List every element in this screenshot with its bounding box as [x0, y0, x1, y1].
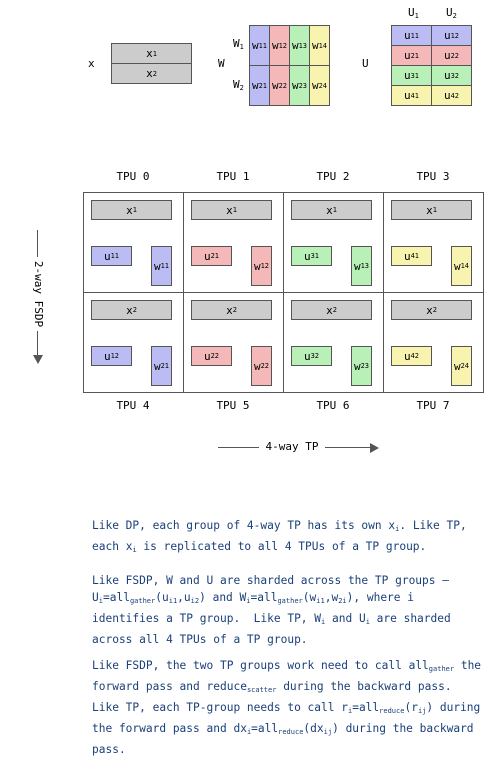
tpu-label-bottom: TPU 4 — [116, 399, 150, 412]
tpu-label-top: TPU 1 — [216, 170, 250, 183]
fsdp-label: 2-way FSDP — [31, 257, 45, 331]
w2-row-label: W2 — [233, 78, 244, 92]
w1-row-label: W1 — [233, 37, 244, 51]
tpu-cell — [383, 292, 484, 393]
tpu-label-top: TPU 2 — [316, 170, 350, 183]
tp-label: 4-way TP — [259, 440, 325, 453]
tpu-label-top: TPU 0 — [116, 170, 150, 183]
tpu-label-bottom: TPU 5 — [216, 399, 250, 412]
paragraph-fsdp-sharding: Like FSDP, W and U are sharded across th… — [92, 574, 458, 646]
tpu-label-bottom: TPU 6 — [316, 399, 350, 412]
x-label: x — [88, 57, 95, 70]
u1-col-label: U1 — [408, 6, 419, 20]
u-label: U — [362, 57, 369, 70]
tp-arrow-head — [370, 443, 379, 453]
u2-col-label: U2 — [446, 6, 457, 20]
tpu-label-bottom: TPU 7 — [416, 399, 450, 412]
fsdp-arrow-head — [33, 355, 43, 364]
paragraph-dp: Like DP, each group of 4-way TP has its … — [92, 519, 474, 554]
paragraph-communication: Like FSDP, the two TP groups work need t… — [92, 659, 488, 756]
w-label: W — [218, 57, 225, 70]
tpu-label-top: TPU 3 — [416, 170, 450, 183]
